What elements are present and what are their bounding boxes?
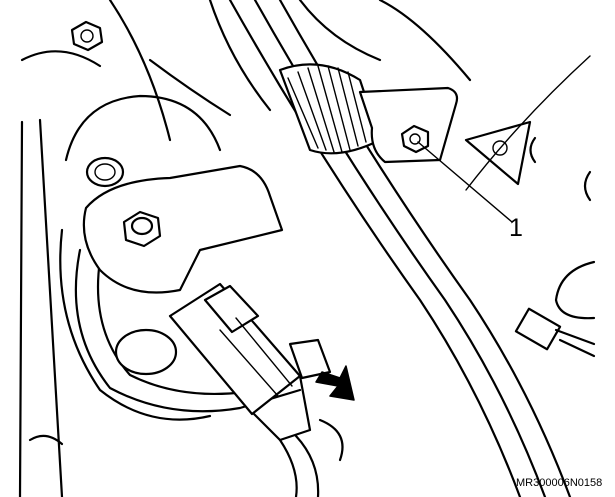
bracket-arm <box>82 164 284 294</box>
connector-wires <box>278 418 344 497</box>
direction-arrow <box>315 365 355 401</box>
right-openings <box>529 136 596 320</box>
corrugated-hose <box>278 63 382 155</box>
upper-bracket <box>358 86 459 164</box>
callout-number-1: 1 <box>509 214 523 242</box>
left-frame <box>18 50 102 497</box>
horn-casing <box>74 248 302 413</box>
top-bolt <box>70 20 104 52</box>
callout-leader-line <box>417 141 513 223</box>
lower-left-curve <box>28 434 64 446</box>
upper-body-contours <box>108 0 472 142</box>
horn-connector <box>168 282 332 442</box>
horn-body <box>59 94 222 421</box>
right-connector <box>514 307 596 358</box>
triangle-clip <box>464 120 532 186</box>
wire <box>465 55 591 191</box>
figure-reference-code: MR300006N0158 <box>516 477 603 489</box>
